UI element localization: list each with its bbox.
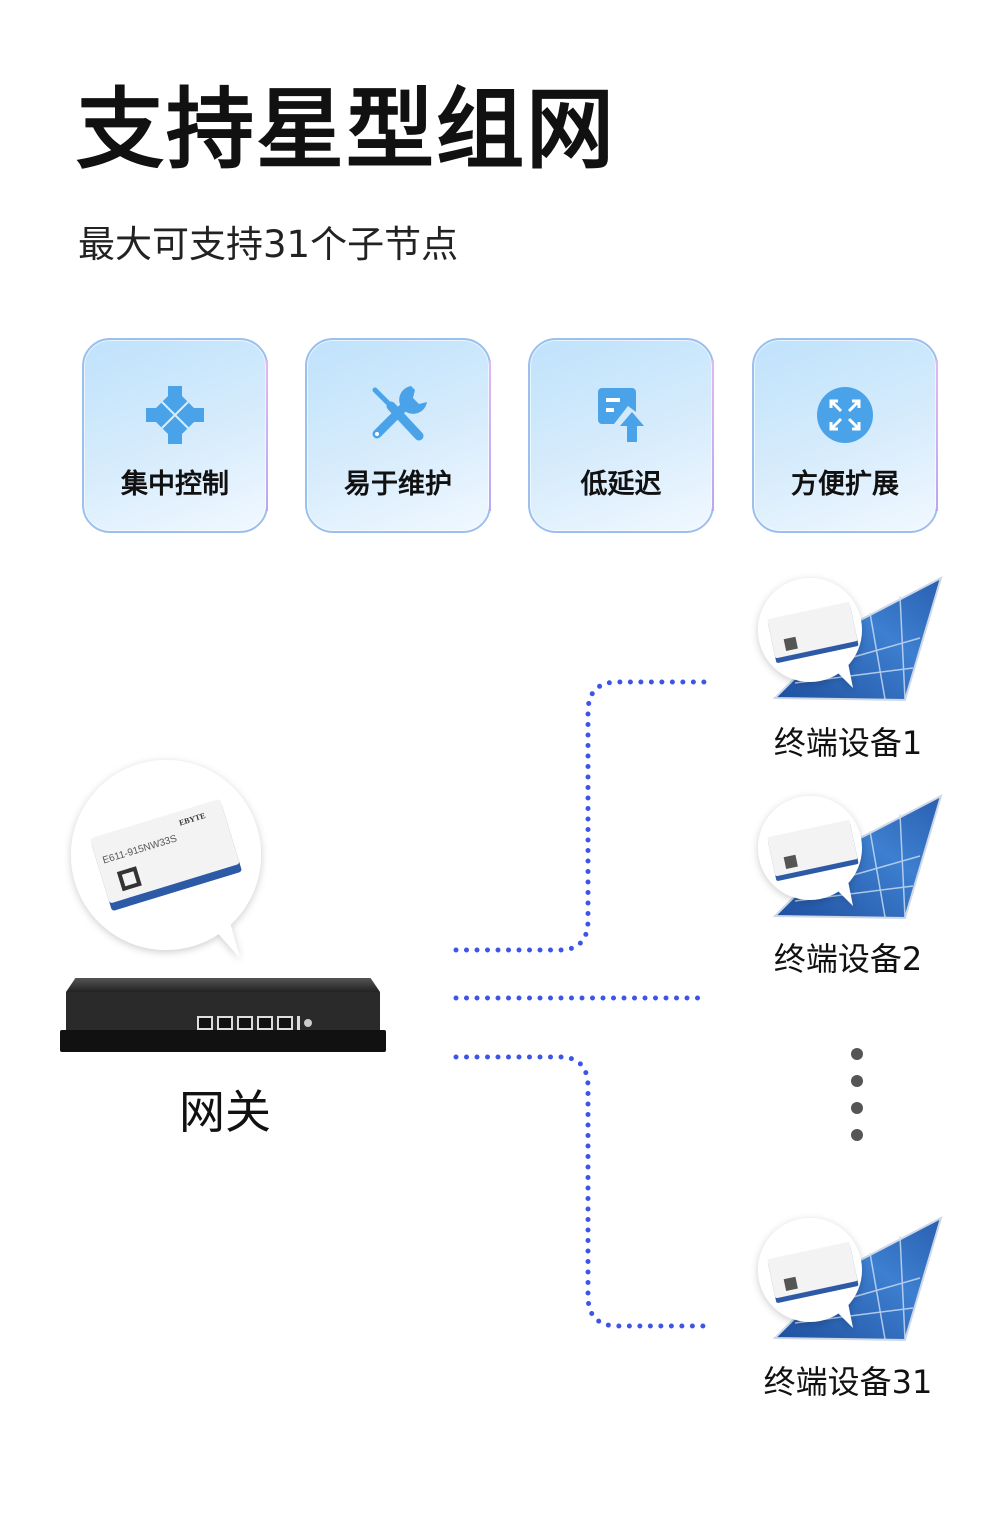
gateway-device: [60, 978, 386, 1054]
gateway-label: 网关: [179, 1085, 271, 1139]
low-latency-icon: [598, 388, 644, 442]
feature-label: 方便扩展: [791, 469, 899, 500]
lan-ports: [197, 1016, 312, 1030]
link-to-device-31: [453, 1054, 715, 1329]
feature-label: 集中控制: [121, 469, 229, 500]
device-label-1: 终端设备1: [773, 724, 923, 762]
feature-label: 低延迟: [580, 469, 662, 500]
page-title: 支持星型组网: [76, 78, 617, 181]
feature-card-easy-maintenance: 易于维护: [305, 338, 491, 533]
wireless-module-image: E611-915NW33S EBYTE: [90, 799, 242, 911]
link-to-device-1: [453, 679, 715, 953]
feature-card-central-control: 集中控制: [82, 338, 268, 533]
device-label-2: 终端设备2: [773, 940, 923, 978]
feature-label: 易于维护: [344, 469, 452, 500]
end-device-2-image: [758, 796, 941, 918]
end-device-31-image: [758, 1218, 941, 1340]
feature-card-easy-expansion: 方便扩展: [752, 338, 938, 533]
central-control-icon: [146, 386, 204, 444]
feature-card-low-latency: 低延迟: [528, 338, 714, 533]
tools-icon: [372, 386, 427, 441]
end-device-1-image: [758, 578, 941, 700]
device-label-31: 终端设备31: [763, 1363, 933, 1401]
page-subtitle: 最大可支持31个子节点: [78, 223, 459, 266]
expand-icon: [817, 387, 873, 443]
